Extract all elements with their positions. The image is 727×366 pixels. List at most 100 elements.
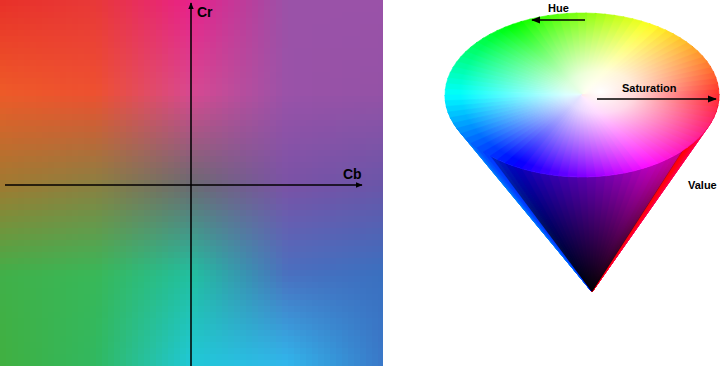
color-cell (132, 54, 139, 61)
color-cell (360, 156, 367, 163)
color-cell (66, 156, 73, 163)
color-cell (36, 18, 43, 25)
color-cell (192, 90, 199, 97)
color-cell (114, 114, 121, 121)
color-cell (72, 42, 79, 49)
color-cell (234, 90, 241, 97)
color-cell (336, 0, 343, 7)
color-cell (342, 156, 349, 163)
color-cell (18, 150, 25, 157)
color-cell (120, 48, 127, 55)
color-cell (336, 6, 343, 13)
color-cell (72, 78, 79, 85)
color-cell (78, 84, 85, 91)
color-cell (30, 108, 37, 115)
color-cell (366, 108, 373, 115)
color-cell (372, 12, 379, 19)
color-cell (234, 72, 241, 79)
color-cell (240, 138, 247, 145)
color-cell (132, 48, 139, 55)
color-cell (306, 168, 313, 175)
color-cell (192, 162, 199, 169)
color-cell (318, 42, 325, 49)
color-cell (198, 120, 205, 127)
color-cell (276, 126, 283, 133)
color-cell (264, 138, 271, 145)
color-cell (360, 84, 367, 91)
color-cell (216, 18, 223, 25)
color-cell (240, 30, 247, 37)
color-cell (66, 78, 73, 85)
color-cell (336, 54, 343, 61)
color-cell (138, 36, 145, 43)
color-cell (318, 54, 325, 61)
color-cell (90, 42, 97, 49)
color-cell (0, 12, 7, 19)
color-cell (282, 114, 289, 121)
color-cell (84, 48, 91, 55)
color-cell (378, 18, 383, 25)
color-cell (234, 102, 241, 109)
color-cell (276, 132, 283, 139)
color-cell (66, 174, 73, 181)
color-cell (330, 84, 337, 91)
color-cell (24, 36, 31, 43)
color-cell (0, 72, 7, 79)
color-cell (300, 168, 307, 175)
color-cell (378, 90, 383, 97)
color-cell (144, 6, 151, 13)
color-cell (288, 54, 295, 61)
color-cell (306, 180, 313, 187)
color-cell (378, 24, 383, 31)
color-cell (168, 168, 175, 175)
color-cell (150, 48, 157, 55)
color-cell (276, 150, 283, 157)
color-cell (294, 150, 301, 157)
color-cell (6, 24, 13, 31)
color-cell (270, 66, 277, 73)
color-cell (162, 156, 169, 163)
color-cell (96, 114, 103, 121)
color-cell (354, 66, 361, 73)
color-cell (276, 6, 283, 13)
color-cell (300, 102, 307, 109)
color-cell (114, 108, 121, 115)
color-cell (234, 48, 241, 55)
color-cell (276, 108, 283, 115)
color-cell (78, 42, 85, 49)
color-cell (270, 102, 277, 109)
color-cell (192, 48, 199, 55)
color-cell (0, 54, 7, 61)
color-cell (210, 60, 217, 67)
color-cell (270, 168, 277, 175)
color-cell (54, 102, 61, 109)
color-cell (222, 150, 229, 157)
color-cell (156, 138, 163, 145)
color-cell (234, 156, 241, 163)
color-cell (120, 12, 127, 19)
color-cell (84, 126, 91, 133)
color-cell (186, 84, 193, 91)
color-cell (288, 72, 295, 79)
color-cell (102, 156, 109, 163)
color-cell (378, 48, 383, 55)
color-cell (354, 42, 361, 49)
color-cell (90, 150, 97, 157)
color-cell (378, 54, 383, 61)
color-cell (192, 24, 199, 31)
color-cell (312, 156, 319, 163)
color-cell (318, 126, 325, 133)
color-cell (78, 6, 85, 13)
color-cell (276, 156, 283, 163)
color-cell (108, 120, 115, 127)
color-cell (186, 90, 193, 97)
color-cell (60, 114, 67, 121)
color-cell (168, 120, 175, 127)
color-cell (294, 138, 301, 145)
color-cell (294, 102, 301, 109)
color-cell (336, 138, 343, 145)
color-cell (66, 102, 73, 109)
color-cell (138, 30, 145, 37)
color-cell (84, 102, 91, 109)
